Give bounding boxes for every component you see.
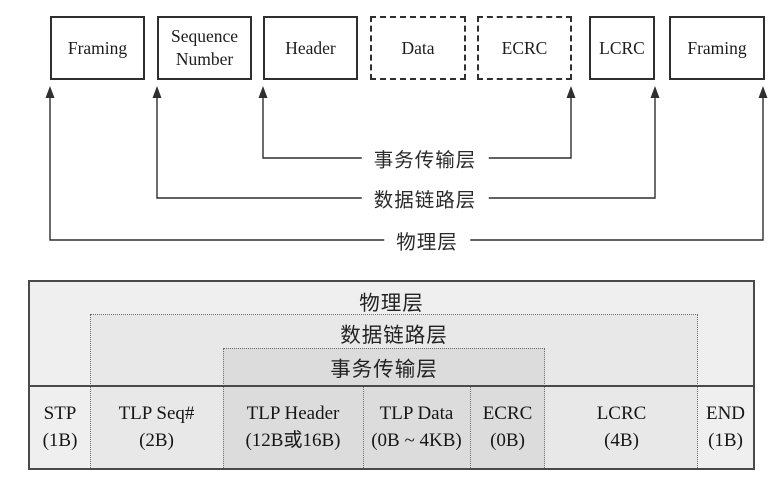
packet-layer-table: 物理层 数据链路层 事务传输层 STP (1B) TLP Seq# (2B) T… <box>28 280 755 470</box>
cell-name: STP <box>43 403 77 425</box>
field-box-framing-start: Framing <box>50 16 145 80</box>
cell-name: TLP Header <box>246 403 340 425</box>
table-cell-tlp-data: TLP Data (0B ~ 4KB) <box>363 387 470 468</box>
cell-name: END <box>705 403 746 425</box>
table-cell-tlp-seq: TLP Seq# (2B) <box>90 387 223 468</box>
field-box-header: Header <box>263 16 358 80</box>
table-physical-layer-title: 物理层 <box>359 293 424 315</box>
datalink-layer-region: 数据链路层 <box>90 314 698 468</box>
field-label: Framing <box>67 37 128 58</box>
cell-size: (1B) <box>708 430 743 451</box>
cell-size: (0B ~ 4KB) <box>371 430 462 451</box>
datalink-layer-bracket-label: 数据链路层 <box>361 183 489 213</box>
up-arrow-icon <box>650 86 660 98</box>
table-datalink-layer-title: 数据链路层 <box>340 325 448 347</box>
cell-name: TLP Seq# <box>118 403 195 425</box>
up-arrow-icon <box>45 86 55 98</box>
table-cell-tlp-header: TLP Header (12B或16B) <box>223 387 363 468</box>
cell-size: (0B) <box>490 430 525 451</box>
cell-size: (1B) <box>42 430 78 451</box>
table-cell-lcrc: LCRC (4B) <box>545 387 698 468</box>
field-label: Framing <box>687 37 747 58</box>
cell-name: TLP Data <box>379 403 454 425</box>
cell-divider <box>470 387 471 468</box>
transaction-layer-bracket-label: 事务传输层 <box>361 143 489 173</box>
field-box-framing-end: Framing <box>669 16 765 80</box>
table-cell-ecrc: ECRC (0B) <box>470 387 545 468</box>
table-row-divider <box>30 385 753 387</box>
table-cell-stp: STP (1B) <box>30 387 90 468</box>
packet-flow-diagram: Framing Sequence Number Header Data ECRC… <box>45 16 768 255</box>
cell-size: (4B) <box>604 430 639 451</box>
up-arrow-icon <box>758 86 768 98</box>
cell-name: LCRC <box>596 403 647 425</box>
field-label: Data <box>401 37 435 58</box>
up-arrow-icon <box>152 86 162 98</box>
table-transaction-layer-title: 事务传输层 <box>330 359 438 381</box>
up-arrow-icon <box>566 86 576 98</box>
table-cell-end: END (1B) <box>698 387 753 468</box>
field-label: ECRC <box>501 37 548 58</box>
field-label: Header <box>285 37 336 58</box>
field-box-sequence-number: Sequence Number <box>157 16 252 80</box>
cell-size: (12B或16B) <box>245 430 341 451</box>
field-label: Sequence Number <box>170 26 239 69</box>
field-box-data: Data <box>370 16 466 80</box>
field-box-lcrc: LCRC <box>589 16 655 80</box>
field-box-ecrc: ECRC <box>477 16 572 80</box>
cell-divider <box>363 387 364 468</box>
cell-size: (2B) <box>139 430 174 451</box>
physical-layer-bracket-label: 物理层 <box>384 225 470 255</box>
cell-name: ECRC <box>482 403 533 425</box>
up-arrow-icon <box>258 86 268 98</box>
field-label: LCRC <box>599 37 645 58</box>
transaction-layer-region: 事务传输层 <box>223 348 545 468</box>
